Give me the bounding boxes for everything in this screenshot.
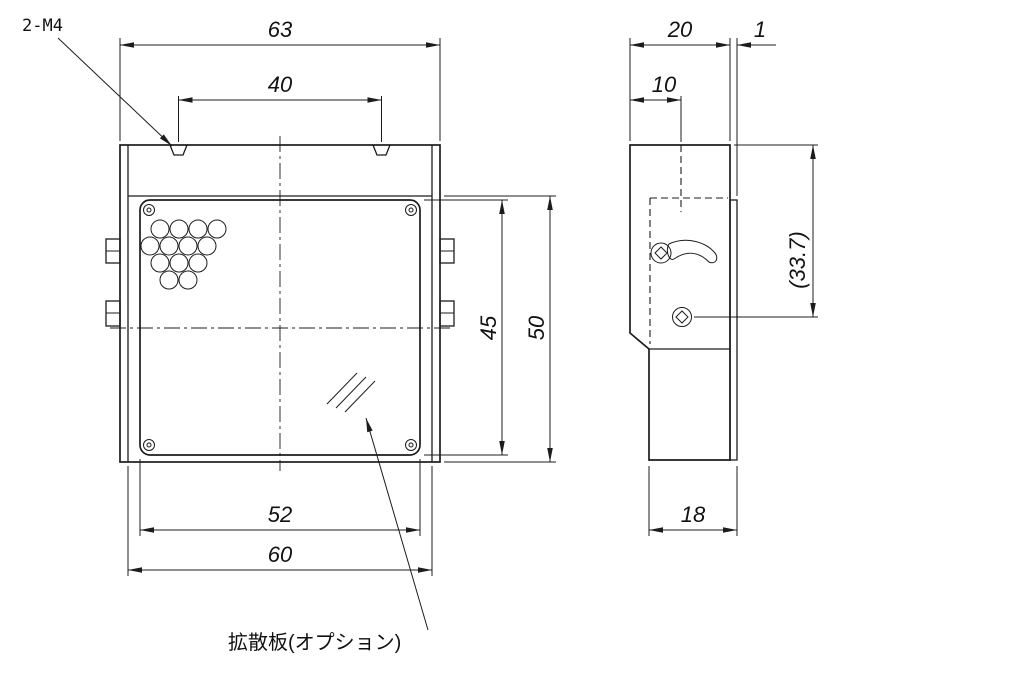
dim-text-52: 52: [268, 502, 292, 527]
led-hole-cluster: [140, 219, 227, 290]
dim-text-10: 10: [652, 72, 677, 97]
side-screw: [672, 307, 692, 327]
dim-text-45: 45: [476, 315, 501, 340]
side-body-outline: [629, 144, 731, 461]
diffuser-note-text: 拡散板(オプション): [228, 631, 401, 654]
glass-hatch-marks: [326, 372, 376, 413]
front-view: [105, 136, 455, 471]
label-2m4: 2-M4: [22, 16, 63, 36]
corner-screws: [143, 204, 417, 451]
dim-text-40: 40: [268, 72, 293, 97]
leader-diffuser-note: [365, 417, 429, 631]
dim-text-33-7: (33.7): [785, 231, 810, 288]
dim-text-20: 20: [667, 17, 693, 42]
dim-text-63: 63: [268, 17, 293, 42]
side-tabs: [105, 238, 455, 327]
dim-text-18: 18: [681, 502, 706, 527]
leader-2m4: [57, 37, 173, 147]
front-dimensions: 63 40 2-M4 45 50 52 60 拡散板(オプション): [22, 16, 556, 654]
dim-text-1: 1: [754, 17, 766, 42]
dim-text-50: 50: [524, 315, 549, 340]
m4-notch-right: [372, 144, 391, 156]
side-view: [629, 144, 738, 461]
dim-text-60: 60: [268, 542, 293, 567]
m4-notch-left: [169, 144, 188, 156]
side-dimensions: 20 1 10 (33.7) 18: [629, 17, 818, 536]
clamp-lever: [650, 239, 718, 264]
side-plate-edge: [729, 199, 738, 461]
